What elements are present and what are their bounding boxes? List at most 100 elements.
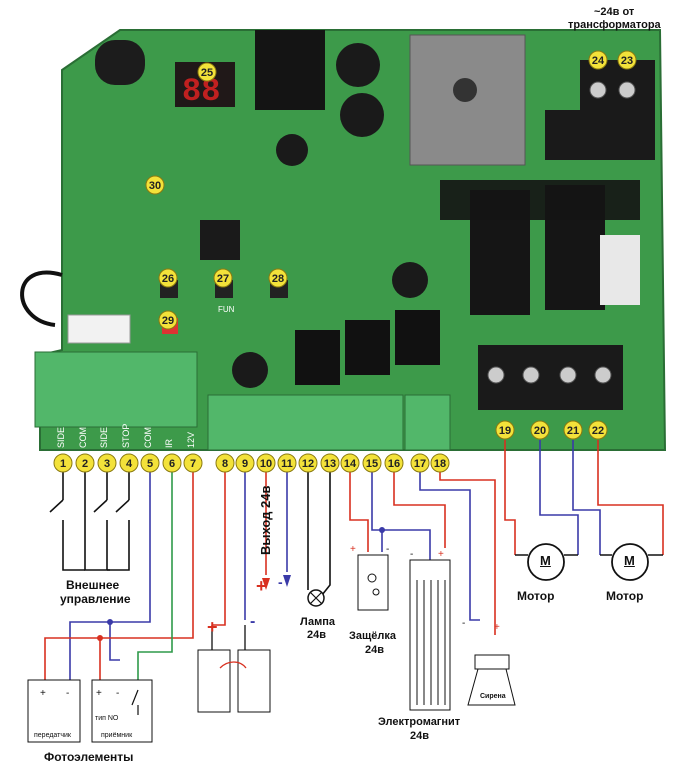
latch-body	[357, 554, 389, 611]
motor-left-symbol	[527, 543, 565, 581]
screw-24	[589, 81, 607, 99]
screw-m3	[559, 366, 577, 384]
screw-m4	[594, 366, 612, 384]
output-24-label: Выход 24в	[258, 485, 273, 555]
siren-plus: +	[494, 622, 500, 633]
number-badge-label: 20	[534, 425, 546, 437]
lamp-cross	[309, 591, 323, 605]
number-badge-circle	[145, 175, 165, 195]
silk-side2: SIDE	[99, 427, 109, 448]
number-badge-circle	[320, 453, 340, 473]
receiver-label: приёмник	[101, 732, 133, 739]
screw-m2	[522, 366, 540, 384]
photocell-rx-minus: -	[116, 688, 120, 699]
motor-left-label: Мотор	[517, 589, 555, 603]
motor-right-symbol	[611, 543, 649, 581]
wire-t22-red	[597, 440, 664, 555]
number-badge-circle	[268, 268, 288, 288]
transmitter-label: передатчик	[34, 732, 71, 739]
number-badge-label: 28	[272, 273, 284, 285]
silk-fun: FUN	[218, 305, 235, 314]
wire-t5-blue-b	[109, 622, 120, 661]
number-badge-circle	[298, 453, 318, 473]
battery-minus: -	[250, 613, 256, 630]
terminal-block-mid	[207, 394, 404, 451]
number-badge-circle	[410, 453, 430, 473]
wire-t13	[321, 470, 331, 596]
relay-small-3	[395, 310, 440, 365]
wire-t8-red	[212, 470, 226, 626]
photocell-tx-plus: +	[40, 688, 46, 699]
number-badge-circle	[588, 50, 608, 70]
number-badge-label: 3	[104, 458, 110, 470]
number-badge-label: 30	[149, 180, 161, 192]
number-badge-circle	[588, 420, 608, 440]
photocells-label: Фотоэлементы	[44, 750, 134, 764]
number-badge-circle	[97, 453, 117, 473]
number-badge-circle	[563, 420, 583, 440]
number-badge-circle	[362, 453, 382, 473]
transformer-hole	[453, 78, 477, 102]
number-badge-circle	[158, 310, 178, 330]
latch-plus: +	[350, 544, 356, 555]
motor-right-label: Мотор	[606, 589, 644, 603]
wire-t17-blue	[419, 470, 480, 621]
battery-wires	[211, 625, 246, 650]
relay-small-1	[295, 330, 340, 385]
photocell-receiver	[91, 679, 153, 743]
external-control-label-2: управление	[60, 592, 131, 606]
number-badge-label: 27	[217, 273, 229, 285]
motor-right-m: M	[624, 553, 635, 568]
number-badge-label: 25	[201, 67, 213, 79]
battery-1	[197, 649, 231, 713]
wire-t16-red	[393, 470, 446, 548]
battery-plus: +	[207, 617, 218, 637]
capacitor-a	[336, 43, 380, 87]
number-badge-label: 26	[162, 273, 174, 285]
output-plus: +	[256, 576, 267, 596]
wire-t18-red	[439, 470, 496, 635]
buzzer	[95, 40, 145, 85]
number-badge-circle	[215, 453, 235, 473]
photocell-tx-minus: -	[66, 688, 70, 699]
number-badge-label: 24	[592, 55, 605, 67]
output-minus: -	[278, 574, 283, 590]
wire-t21-blue	[572, 440, 601, 555]
number-badge-label: 9	[242, 458, 248, 470]
electromagnet-lines	[416, 580, 446, 705]
number-badge-circle	[256, 453, 276, 473]
number-badge-circle	[235, 453, 255, 473]
siren-label: Сирена	[480, 693, 506, 700]
wire-t7-red	[44, 470, 194, 680]
wire-t14-red	[349, 470, 369, 552]
transformer-label-1: ~24в от	[594, 6, 635, 18]
junction-blue-1	[107, 619, 113, 625]
number-badge-circle	[183, 453, 203, 473]
silk-com2: COM	[143, 427, 153, 448]
heatsink-right	[440, 180, 640, 220]
photocell-rx-plus: +	[96, 688, 102, 699]
capacitor-b	[340, 93, 384, 137]
antenna-cable	[20, 270, 63, 327]
siren-minus: -	[462, 618, 466, 629]
number-badge-label: 18	[434, 458, 446, 470]
number-badge-label: 17	[414, 458, 426, 470]
number-badge-circle	[617, 50, 637, 70]
lamp-label-2: 24в	[307, 629, 326, 641]
number-badge-label: 7	[190, 458, 196, 470]
capacitor-d	[392, 262, 428, 298]
siren-horn	[467, 668, 516, 706]
number-badge-circle	[277, 453, 297, 473]
number-badge-circle	[384, 453, 404, 473]
latch-hole-1	[367, 573, 377, 583]
heatsink-left	[255, 30, 325, 110]
type-no-label: тип NO	[95, 715, 119, 722]
terminal-block-left	[34, 351, 198, 428]
number-badge-circle	[340, 453, 360, 473]
electromagnet-label-1: Электромагнит	[378, 716, 461, 728]
number-badge-circle	[75, 453, 95, 473]
electromagnet-minus: -	[410, 549, 414, 560]
number-badge-circle	[53, 453, 73, 473]
number-badge-label: 21	[567, 425, 579, 437]
